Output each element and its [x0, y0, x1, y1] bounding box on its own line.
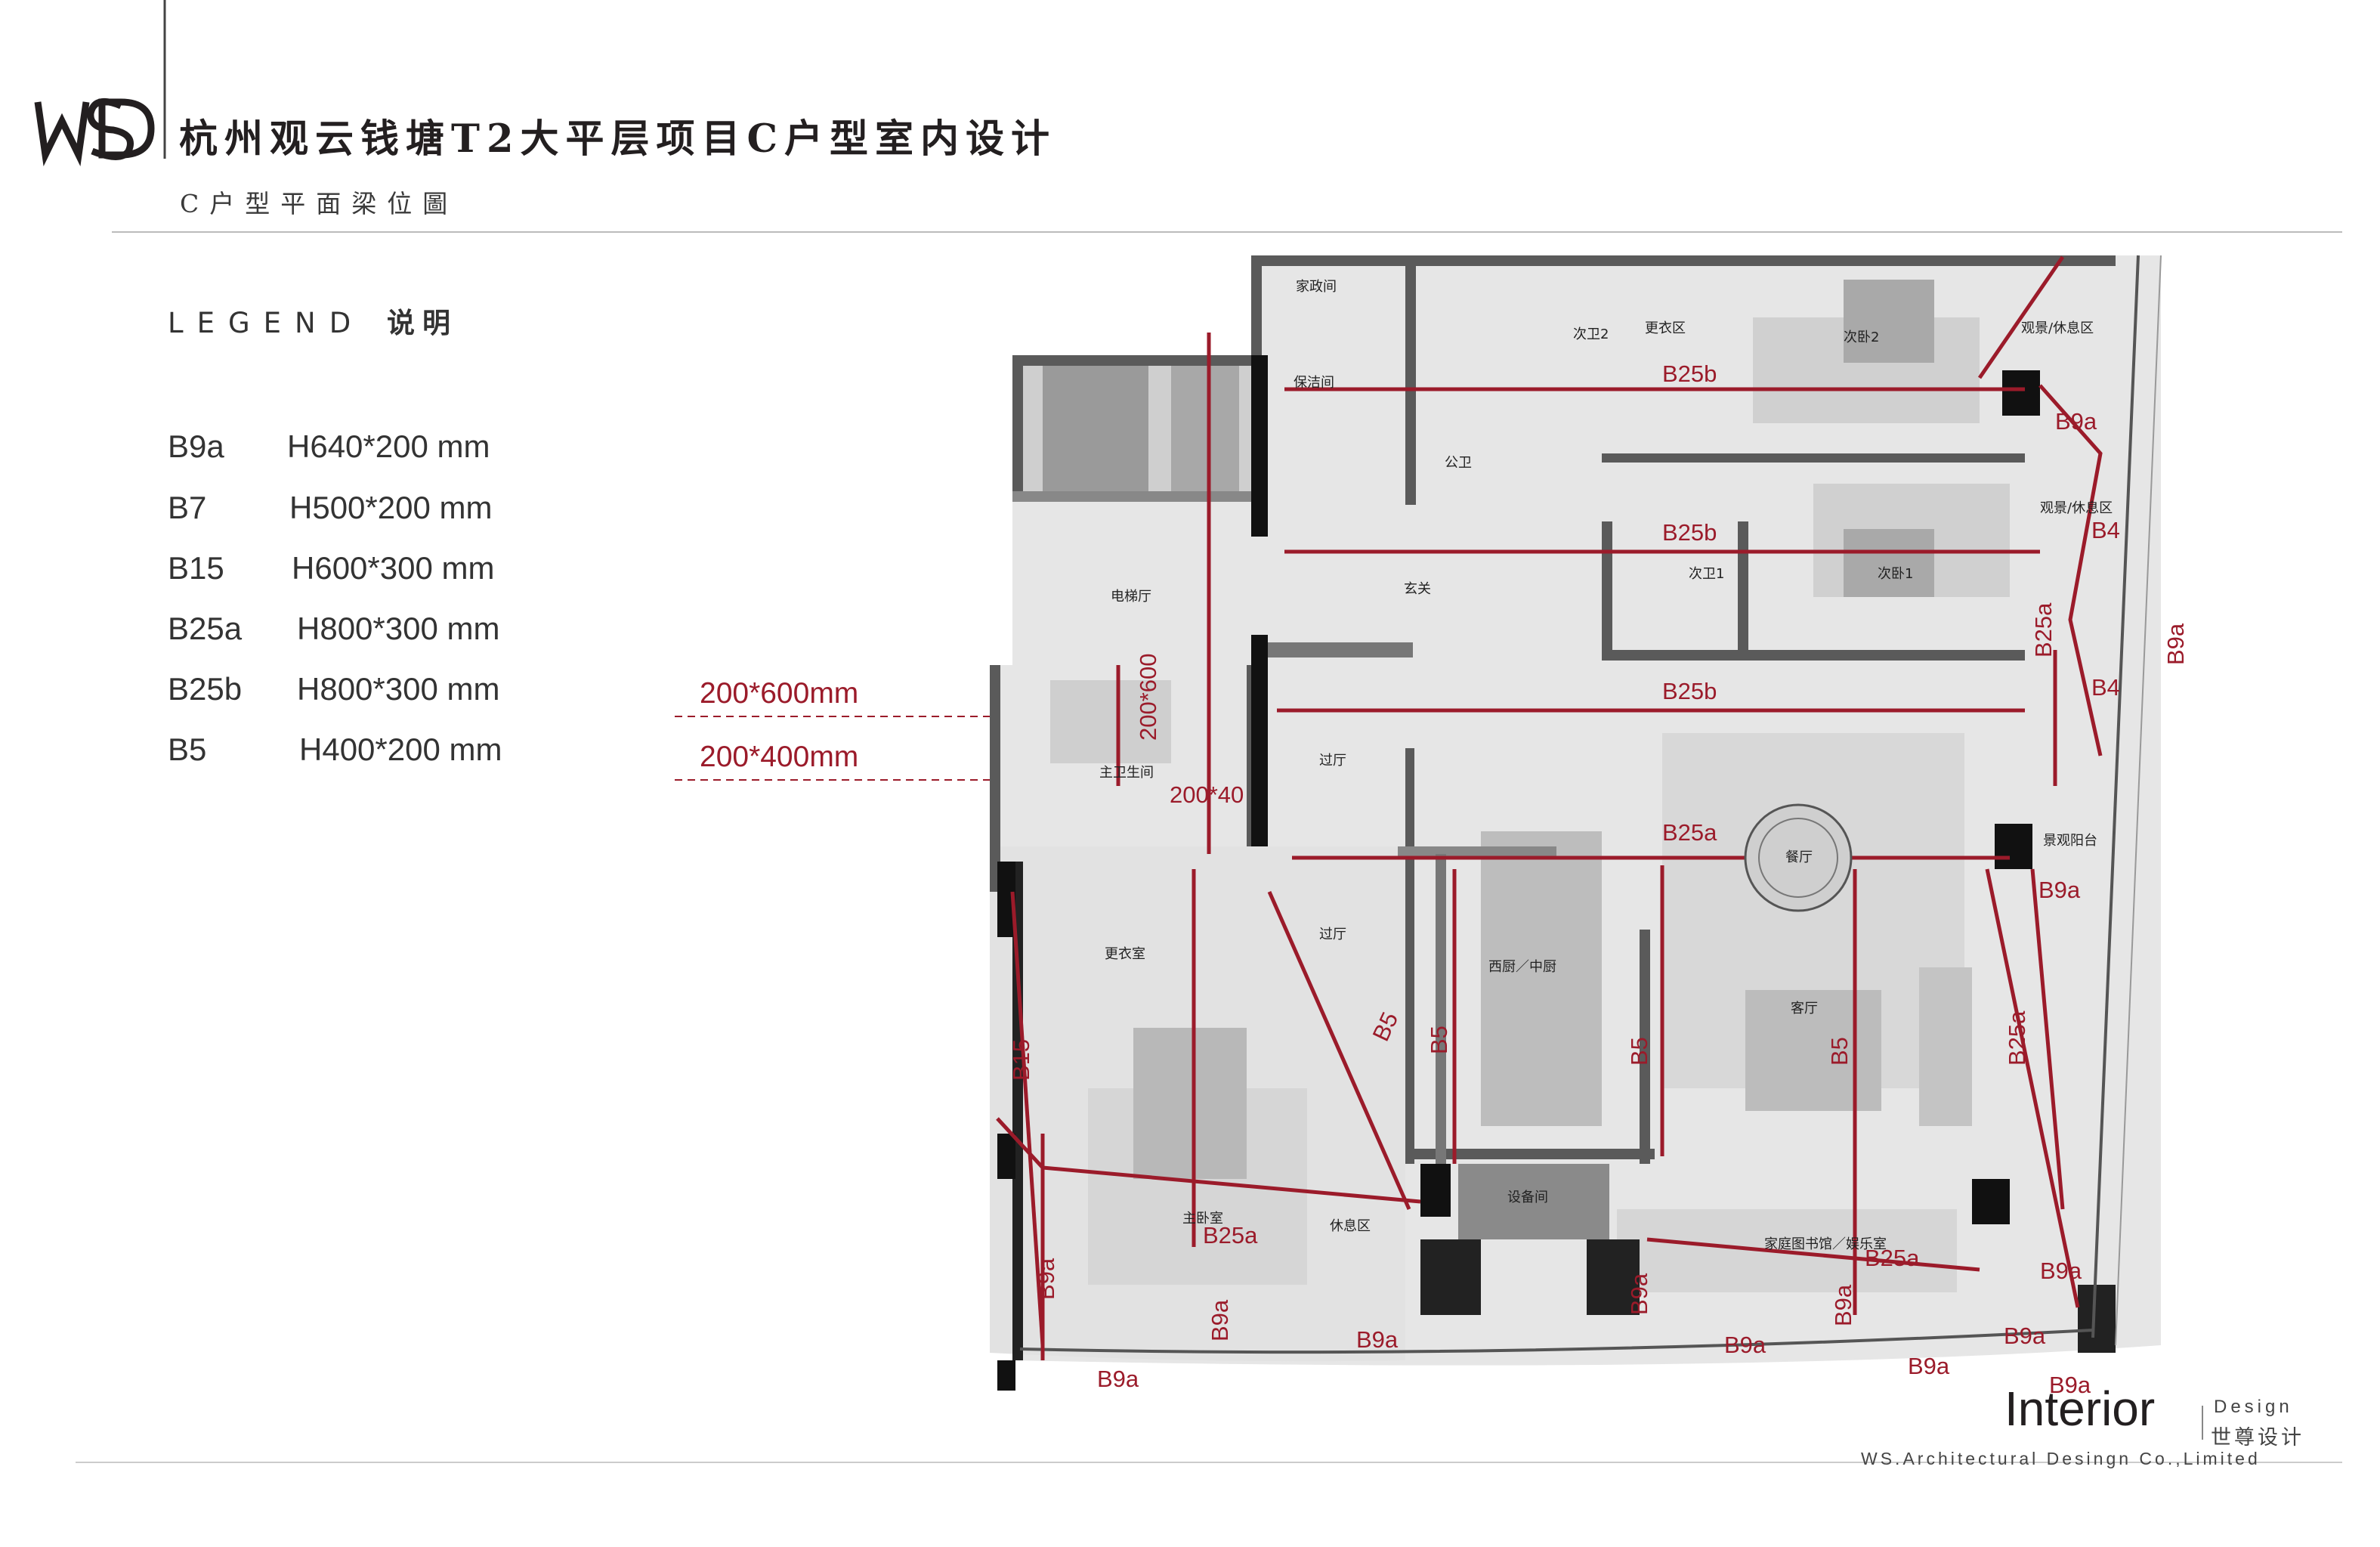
beam-label-b9a: B9a: [2038, 877, 2081, 903]
beam-label-b9a: B9a: [1097, 1366, 1139, 1392]
room-foyer: 玄关: [1404, 581, 1431, 597]
beam-label-b25a: B25a: [1203, 1222, 1258, 1248]
room-storage: 保洁间: [1294, 375, 1334, 391]
room-closet-top: 更衣区: [1645, 320, 1686, 336]
wsd-logo: [34, 97, 155, 167]
beam-lines: [996, 255, 2103, 1360]
beam-label-b4: B4: [2091, 674, 2120, 701]
zones: [1043, 280, 2010, 1292]
room-balcony: 景观阳台: [2043, 833, 2097, 849]
beam-label-b25b: B25b: [1662, 360, 1717, 387]
room-lounge-top: 观景/休息区: [2021, 320, 2094, 336]
beam-label-b9a: B9a: [2004, 1323, 2046, 1349]
callout-200x400: 200*400mm: [700, 741, 859, 773]
dining-table: [1744, 803, 1853, 912]
brand-interior: Interior: [2004, 1381, 2156, 1436]
beam-label-b25a: B25a: [2030, 602, 2057, 657]
beam-label-b9a: B9a: [2049, 1372, 2091, 1398]
room-corridor1: 过厅: [1319, 753, 1346, 769]
room-master-bath: 主卫生间: [1099, 765, 1154, 781]
room-master-bed: 主卧室: [1182, 1211, 1223, 1227]
beam-label-b25a: B25a: [2004, 1010, 2030, 1066]
room-family: 家庭图书馆／娱乐室: [1764, 1236, 1887, 1252]
room-housekeeping: 家政间: [1296, 279, 1337, 295]
room-public-wc: 公卫: [1445, 455, 1472, 471]
drawing-subtitle: C户型平面梁位圖: [180, 189, 459, 218]
beam-label-b9a: B9a: [1626, 1273, 1652, 1315]
room-elevator-hall: 电梯厅: [1111, 589, 1151, 605]
beam-label-b25b: B25b: [1662, 519, 1717, 546]
room-corridor2: 过厅: [1319, 927, 1346, 942]
room-dining: 餐厅: [1785, 849, 1813, 865]
walls: [990, 255, 2116, 1360]
room-living: 客厅: [1791, 1001, 1818, 1016]
beam-label-b5: B5: [1626, 1037, 1652, 1066]
legend-dim: H400*200 mm: [299, 732, 502, 767]
brand-design-en: Design: [2214, 1397, 2293, 1417]
beam-label-b9a: B9a: [1830, 1284, 1856, 1326]
beam-dim-200x600: 200*600: [1135, 653, 1161, 741]
beam-label-b9a: B9a: [1207, 1299, 1233, 1341]
legend-dim: H600*300 mm: [292, 550, 495, 586]
beam-label-b25b: B25b: [1662, 678, 1717, 704]
beam-label-b25a: B25a: [1662, 819, 1717, 846]
room-bath1: 次卫1: [1689, 566, 1724, 582]
beam-label-b9a: B9a: [1033, 1258, 1059, 1300]
legend-title-en: LEGEND: [168, 307, 365, 339]
legend-dim: H500*200 mm: [289, 490, 493, 525]
legend-code: B15: [168, 550, 224, 586]
beam-label-b9a: B9a: [1724, 1332, 1766, 1358]
beam-label-b9a: B9a: [2055, 408, 2097, 435]
beam-dim-200x40: 200*40: [1170, 781, 1244, 808]
room-bed1: 次卧1: [1878, 566, 1913, 582]
legend-code: B7: [168, 490, 207, 525]
legend-title: LEGEND 说明: [168, 300, 458, 341]
beam-label-b9a: B9a: [1356, 1326, 1399, 1353]
beam-label-b9a: B9a: [2040, 1258, 2082, 1284]
equipment-block: [1458, 1164, 1609, 1239]
beam-label-b25a: B25a: [1865, 1245, 1920, 1271]
legend-dim: H800*300 mm: [297, 671, 500, 707]
beam-label-b5: B5: [1826, 1037, 1853, 1066]
legend-code: B5: [168, 732, 207, 767]
room-bath2: 次卫2: [1573, 326, 1609, 342]
room-kitchen: 西厨／中厨: [1488, 959, 1556, 975]
beam-label-b15: B15: [1008, 1039, 1034, 1081]
legend-title-cn: 说明: [386, 307, 458, 339]
beam-label-b9a: B9a: [1908, 1353, 1950, 1379]
company-name: WS.Architectural Desingn Co.,Limited: [1861, 1449, 2261, 1468]
room-equipment: 设备间: [1507, 1190, 1548, 1205]
beam-label-b9a: B9a: [2162, 623, 2189, 665]
callout-200x600: 200*600mm: [700, 677, 859, 710]
brand-design-cn: 世尊设计: [2211, 1426, 2304, 1450]
project-title: 杭州观云钱塘T2大平层项目C户型室内设计: [179, 116, 1057, 162]
beam-label-b5: B5: [1426, 1026, 1452, 1054]
room-lounge-mid: 观景/休息区: [2040, 500, 2113, 516]
room-rest: 休息区: [1330, 1218, 1371, 1234]
columns: [997, 355, 2116, 1391]
legend-dim: H800*300 mm: [297, 611, 500, 646]
room-wardrobe: 更衣室: [1105, 946, 1145, 962]
beam-label-b4: B4: [2091, 517, 2120, 543]
legend-code: B25a: [168, 611, 243, 646]
legend-dim: H640*200 mm: [287, 429, 490, 464]
room-bed2: 次卧2: [1844, 330, 1879, 345]
legend-code: B25b: [168, 671, 243, 707]
legend-code: B9a: [168, 429, 224, 464]
